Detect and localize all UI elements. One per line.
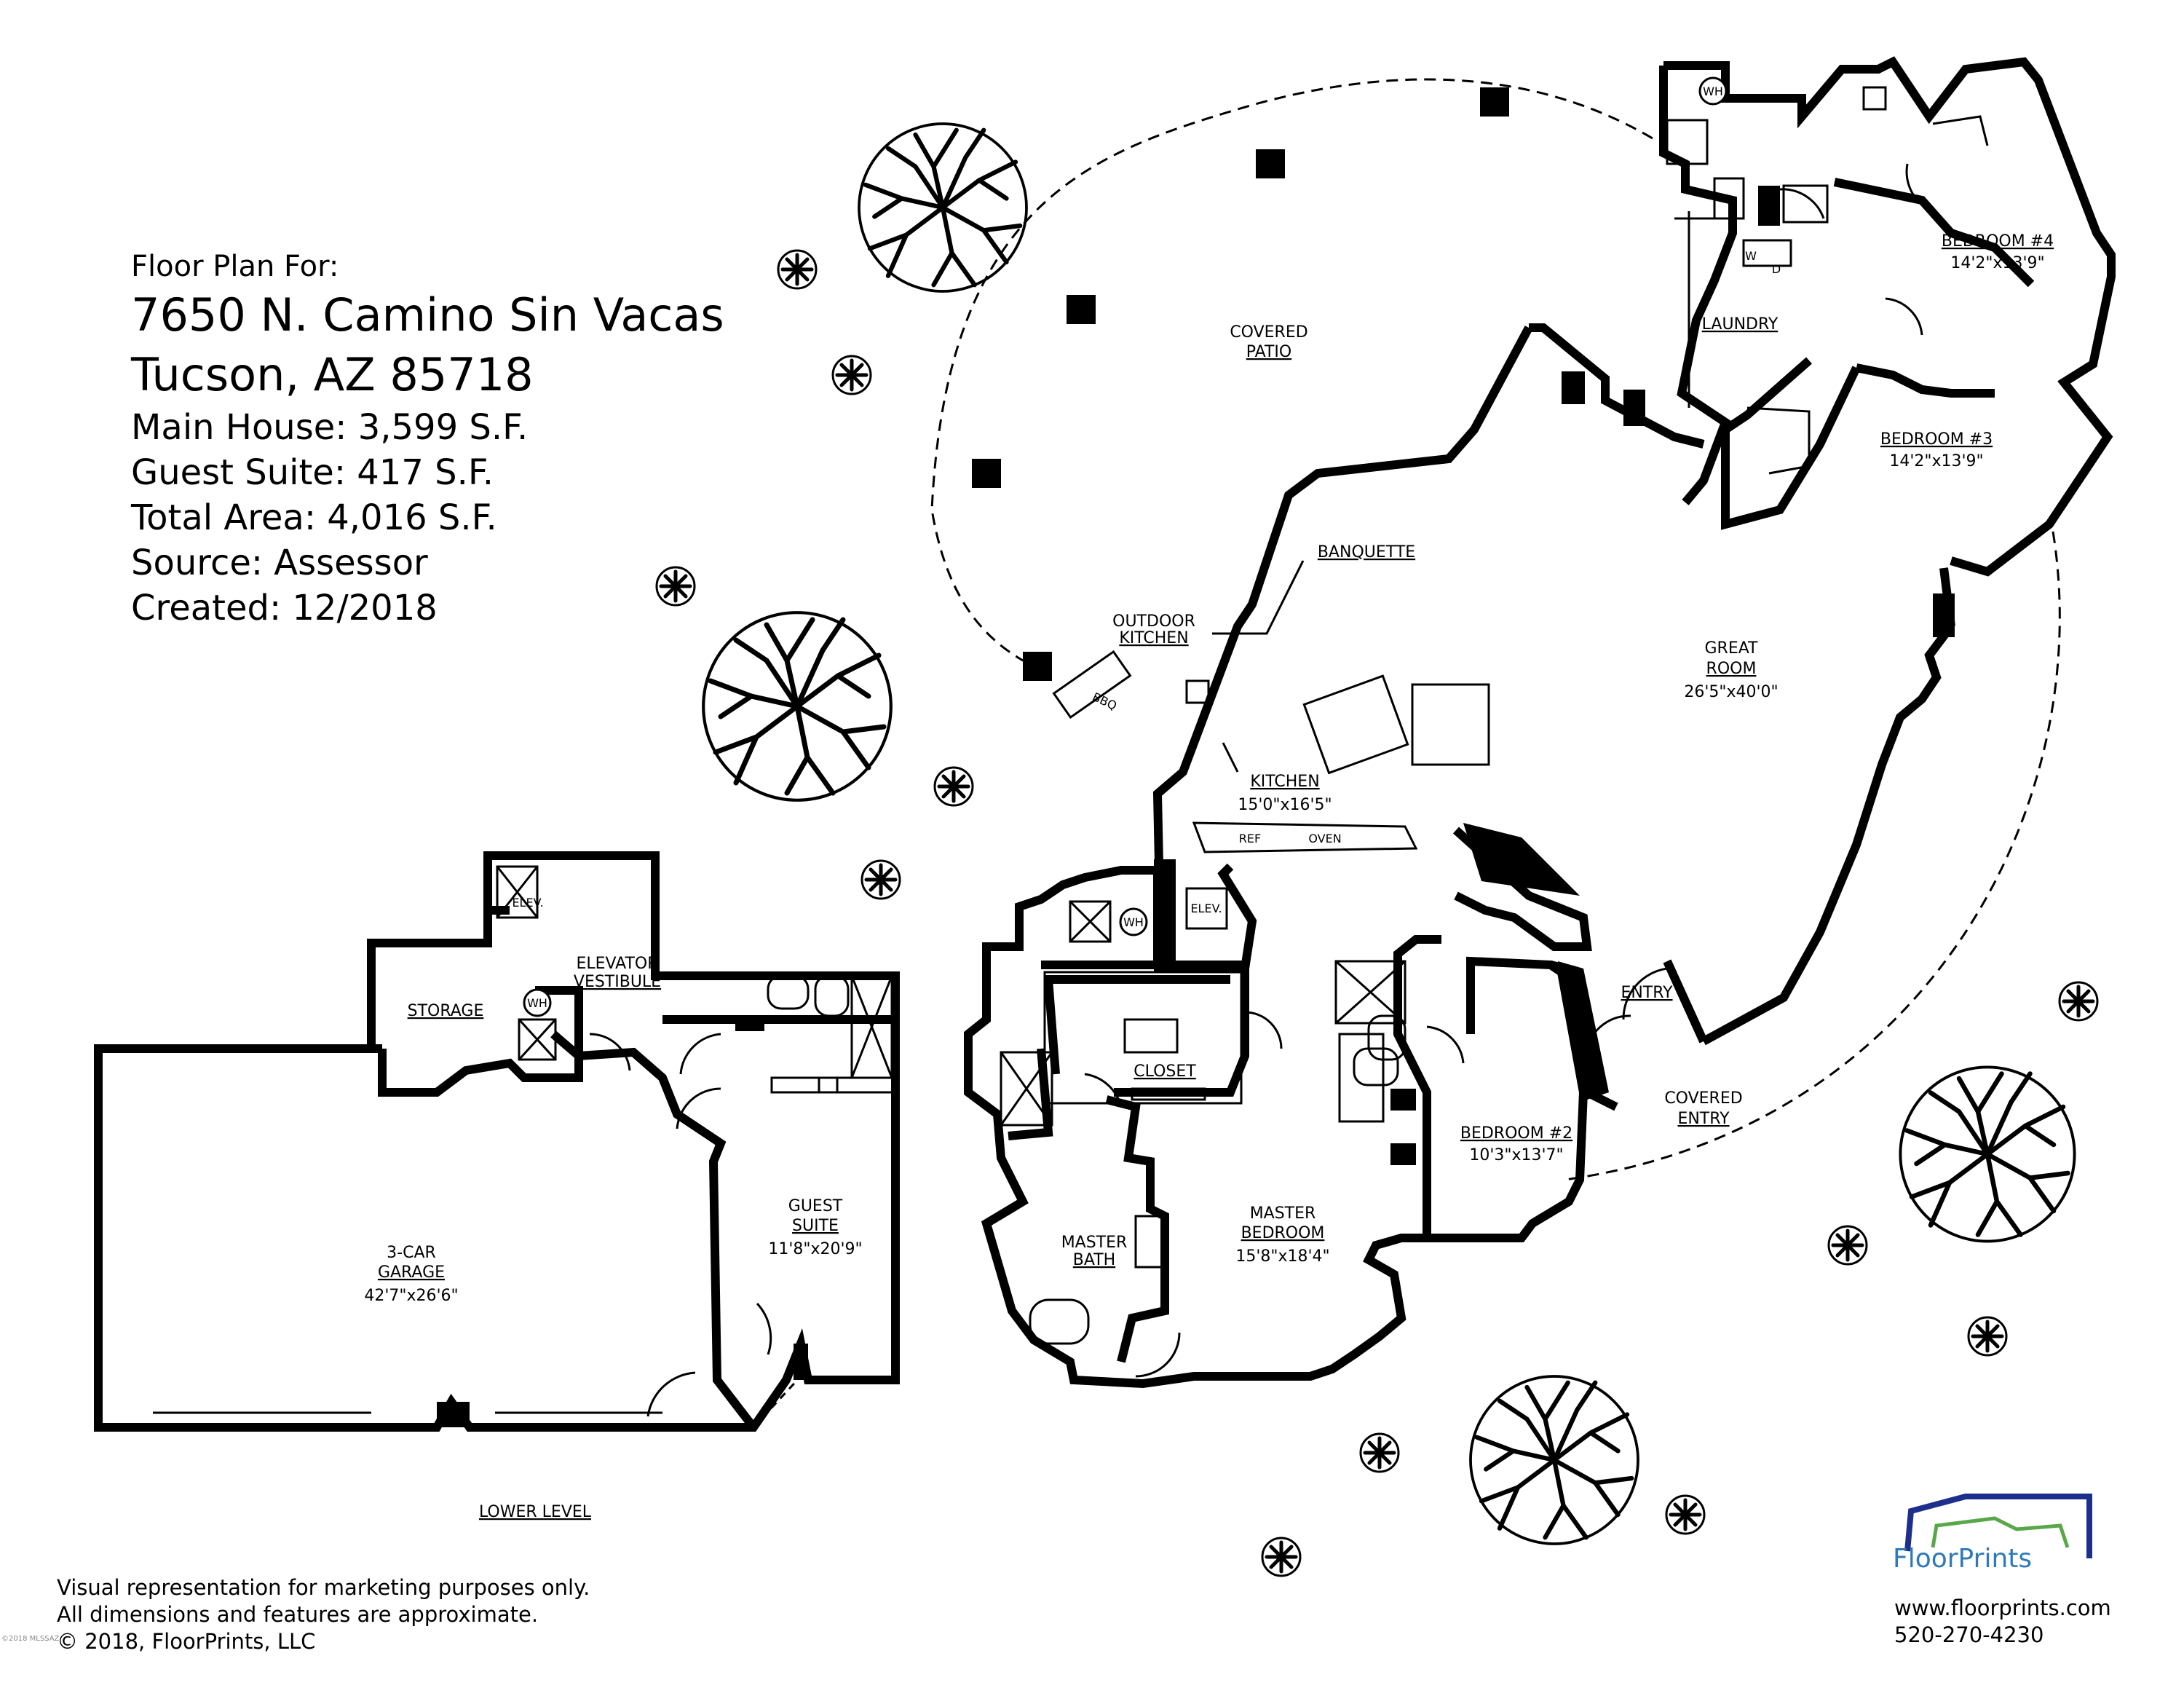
shrub-icon [862,861,900,899]
lower-level-walls [94,851,900,1432]
guest-suite-label: GUEST [788,1197,843,1215]
created-date: Created: 12/2018 [131,588,438,628]
guest-suite-area: Guest Suite: 417 S.F. [131,452,494,493]
shrub-icon [1666,1496,1704,1534]
kitchen-label: KITCHEN [1250,773,1319,791]
shrub-icon [833,356,871,394]
elevator-vestibule-label-2: VESTIBULE [574,973,661,991]
bedroom4-dim: 14'2"x13'9" [1950,254,2044,272]
shrub-icon [2060,982,2097,1020]
bedroom2-label: BEDROOM #2 [1460,1124,1572,1143]
elevator-label: ELEV. [1190,902,1222,915]
garage-label-2: GARAGE [378,1263,445,1282]
disclaimer-line-2: All dimensions and features are approxim… [57,1602,539,1627]
garage-label: 3-CAR [387,1244,436,1262]
header-block: Floor Plan For: 7650 N. Camino Sin Vacas… [131,248,724,631]
great-room-label: GREAT [1704,639,1758,658]
closet-label: CLOSET [1133,1062,1196,1081]
shrub-icon [657,567,695,605]
washer-label: W [1745,249,1757,263]
patio-columns [972,87,1509,681]
total-area: Total Area: 4,016 S.F. [131,497,497,538]
bedroom3-label: BEDROOM #3 [1880,430,1993,449]
shrub-icon [778,251,816,288]
garage-dim: 42'7"x26'6" [364,1287,458,1305]
elevator-label: ELEV. [512,896,543,910]
lower-level-solids [437,1344,808,1427]
water-heater-label: WH [527,996,547,1010]
covered-entry-label-2: ENTRY [1677,1110,1730,1128]
dryer-label: D [1772,262,1781,276]
shrub-icon [935,768,973,805]
wall-solids [1154,186,1955,1165]
main-house-area: Main House: 3,599 S.F. [131,407,529,448]
address-line-1: 7650 N. Camino Sin Vacas [131,288,724,342]
covered-patio-label-2: PATIO [1246,343,1291,361]
shrub-icon [1969,1317,2006,1355]
bbq-label: BBQ [1091,690,1119,713]
guest-suite-label-2: SUITE [792,1217,839,1235]
main-house-walls [964,56,2116,1389]
laundry-label: LAUNDRY [1702,315,1779,334]
brand-name: FloorPrints [1893,1544,2033,1574]
water-heater-label: WH [1703,84,1723,98]
refrigerator-label: REF [1239,832,1261,845]
outdoor-kitchen-label-2: KITCHEN [1119,629,1188,647]
entry-label: ENTRY [1621,984,1673,1002]
covered-outlines [930,78,2061,1181]
tree-icon [1900,1067,2074,1241]
shrub-icon [1262,1538,1300,1576]
floor-plan-for-label: Floor Plan For: [131,250,339,283]
door-swings [1084,163,1926,1378]
great-room-label-2: ROOM [1706,660,1757,678]
address-line-2: Tucson, AZ 85718 [131,348,534,401]
outdoor-kitchen-label: OUTDOOR [1112,612,1195,631]
master-bedroom-dim: 15'8"x18'4" [1235,1247,1329,1266]
disclaimer-line-1: Visual representation for marketing purp… [57,1575,590,1600]
master-bath-label: MASTER [1061,1234,1128,1252]
guest-suite-dim: 11'8"x20'9" [768,1240,862,1258]
master-bedroom-label-2: BEDROOM [1241,1224,1325,1242]
kitchen-dim: 15'0"x16'5" [1238,796,1332,814]
brand-contact: www.floorprints.com 520-270-4230 [1894,1595,2111,1649]
room-labels: COVERED PATIO BEDROOM #4 14'2"x13'9" LAU… [364,232,2054,1521]
shrub-icon [1361,1434,1398,1472]
covered-entry-label: COVERED [1664,1089,1742,1108]
storage-label: STORAGE [408,1002,484,1020]
bedroom2-dim: 10'3"x13'7" [1469,1146,1563,1164]
website-link[interactable]: www.floorprints.com [1894,1596,2111,1620]
fixture-labels: WH WH WH ELEV. ELEV. W D BBQ REF OVEN [512,76,1781,1017]
tree-icon [1471,1376,1638,1544]
oven-label: OVEN [1308,832,1341,845]
lower-level-fixtures [153,865,897,1429]
banquette-label: BANQUETTE [1318,543,1415,561]
source-line: Source: Assessor [131,543,428,583]
shrub-icon [1829,1226,1867,1264]
bedroom4-label: BEDROOM #4 [1942,232,2054,251]
master-bath-label-2: BATH [1073,1251,1115,1269]
copyright-line: © 2018, FloorPrints, LLC [57,1629,316,1654]
disclaimer-block: Visual representation for marketing purp… [57,1574,590,1655]
bedroom3-dim: 14'2"x13'9" [1889,452,1983,470]
lower-level-label: LOWER LEVEL [479,1503,592,1521]
interior-fixtures [1000,86,1989,1345]
watermark: ©2018 MLSSAZ [1,1635,60,1643]
floorprints-logo-icon [1904,1494,2092,1558]
elevator-vestibule-label: ELEVATOR [576,955,658,973]
water-heater-label: WH [1123,915,1144,929]
phone-number: 520-270-4230 [1894,1622,2044,1647]
master-bedroom-label: MASTER [1250,1204,1316,1223]
great-room-dim: 26'5"x40'0" [1684,683,1778,701]
tree-icon [703,612,891,800]
tree-icon [859,124,1026,291]
covered-patio-label: COVERED [1230,323,1307,342]
